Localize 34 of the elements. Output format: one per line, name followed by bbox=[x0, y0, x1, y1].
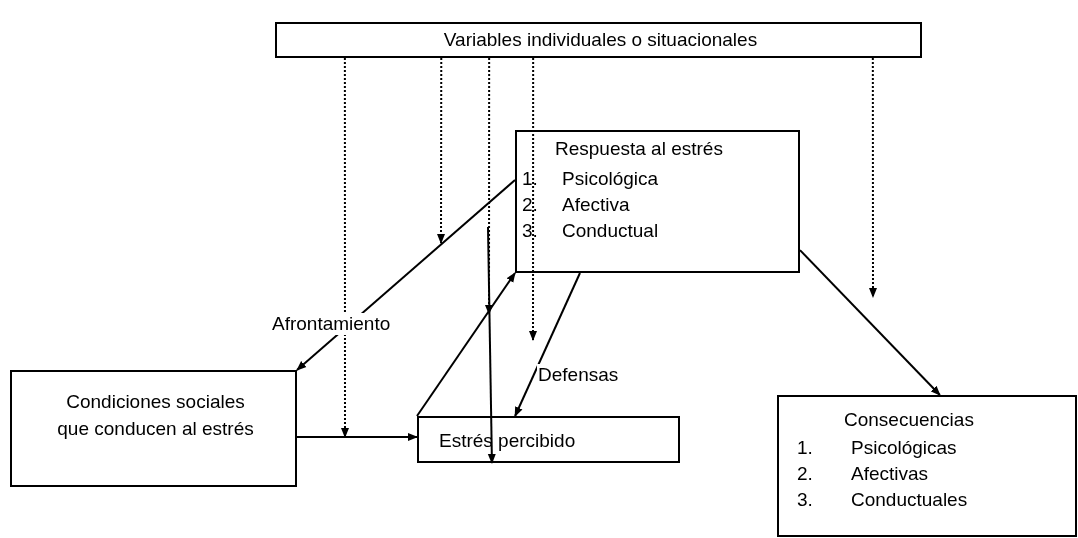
arrow bbox=[487, 226, 496, 464]
list-item: Psicológica bbox=[562, 168, 659, 190]
dotted-arrow bbox=[485, 57, 493, 315]
list-item: Conductuales bbox=[851, 489, 968, 511]
box-heading: Consecuencias bbox=[844, 409, 974, 431]
dotted-arrow bbox=[437, 57, 445, 244]
list-number: 1. bbox=[522, 168, 538, 190]
list-item: Afectivas bbox=[851, 463, 929, 485]
list-item: Psicológicas bbox=[851, 437, 957, 459]
box-heading: Respuesta al estrés bbox=[555, 138, 723, 160]
arrow bbox=[296, 179, 516, 371]
list-number: 1. bbox=[797, 437, 813, 459]
process-box bbox=[417, 416, 680, 463]
box-label: Estrés percibido bbox=[439, 430, 577, 452]
dotted-arrow bbox=[529, 57, 537, 341]
process-box bbox=[515, 130, 800, 273]
process-box bbox=[275, 22, 922, 58]
edge-label: Afrontamiento bbox=[271, 313, 392, 335]
arrow bbox=[416, 272, 516, 417]
list-number: 2. bbox=[522, 194, 538, 216]
box-label: Variables individuales o situacionales bbox=[442, 29, 759, 51]
list-item: Afectiva bbox=[562, 194, 630, 216]
list-item: Conductual bbox=[562, 220, 659, 242]
list-number: 3. bbox=[797, 489, 813, 511]
arrow bbox=[514, 272, 581, 417]
list-number: 3. bbox=[522, 220, 538, 242]
dotted-arrow bbox=[869, 57, 877, 298]
box-label: Condiciones sociales que conducen al estrés bbox=[56, 390, 255, 441]
arrow bbox=[296, 433, 418, 441]
list-number: 2. bbox=[797, 463, 813, 485]
arrow bbox=[799, 249, 941, 396]
process-box bbox=[10, 370, 297, 487]
process-box bbox=[777, 395, 1077, 537]
dotted-arrow bbox=[341, 57, 349, 438]
